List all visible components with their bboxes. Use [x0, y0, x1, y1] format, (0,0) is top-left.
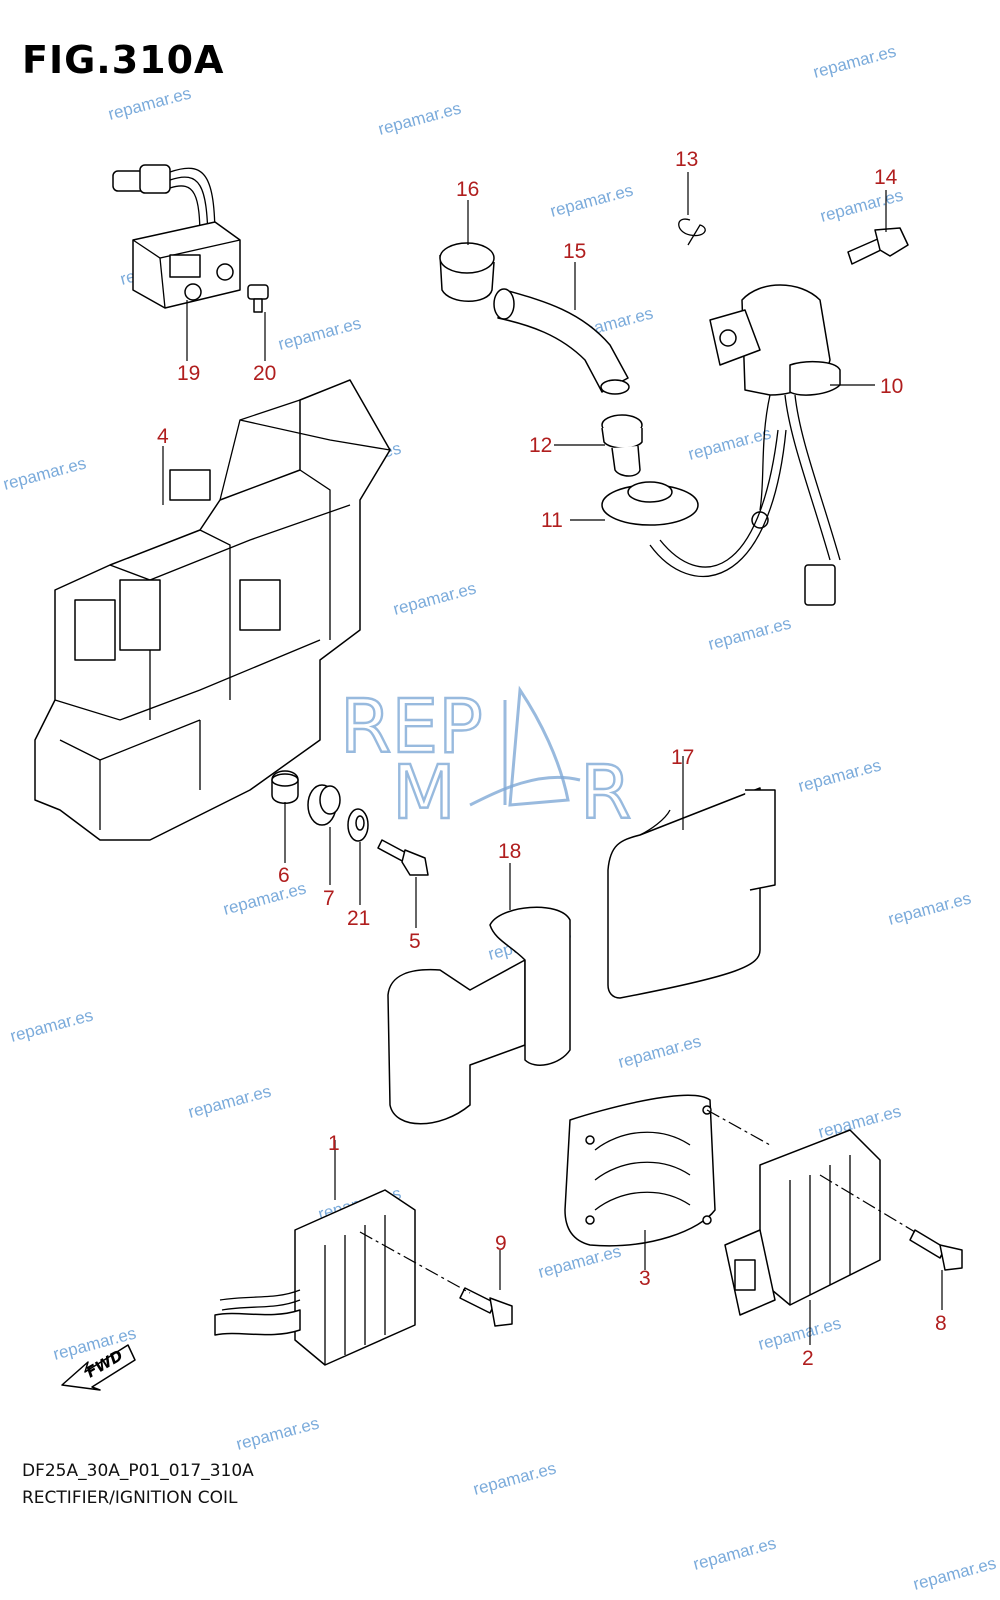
clip-13: [678, 218, 706, 246]
callout-10: 10: [880, 375, 903, 398]
callout-16: 16: [456, 178, 479, 201]
watermark: repamar.es: [8, 1005, 95, 1045]
callout-9: 9: [495, 1232, 507, 1255]
callout-4: 4: [157, 425, 169, 448]
watermark: repamar.es: [616, 1031, 703, 1071]
figure-title: FIG.310A: [22, 38, 225, 82]
collar-7: [307, 784, 341, 826]
watermark: repamar.es: [691, 1533, 778, 1573]
watermark: repamar.es: [886, 888, 973, 928]
bolt-14: [847, 227, 909, 265]
watermark: repamar.es: [706, 613, 793, 653]
bolt-9: [459, 1287, 513, 1327]
watermark: repamar.es: [686, 423, 773, 463]
plug-cap-12: [601, 414, 643, 477]
cap-16: [439, 242, 495, 302]
logo-text-r: R: [580, 750, 631, 836]
watermark: repamar.es: [471, 1458, 558, 1498]
callout-14: 14: [874, 166, 898, 189]
watermark: repamar.es: [811, 41, 898, 81]
watermark: repamar.es: [186, 1081, 273, 1121]
watermark: repamar.es: [234, 1413, 321, 1453]
bracket-3: [564, 1094, 716, 1247]
watermark: repamar.es: [376, 98, 463, 138]
watermark: repamar.es: [276, 313, 363, 353]
callout-1: 1: [328, 1132, 340, 1155]
figure-name: RECTIFIER/IGNITION COIL: [22, 1488, 238, 1508]
relay: [112, 164, 241, 309]
callout-3: 3: [639, 1267, 651, 1290]
watermark: repamar.es: [106, 83, 193, 123]
figure-code: DF25A_30A_P01_017_310A: [22, 1461, 254, 1481]
watermark: repamar.es: [911, 1553, 998, 1593]
watermark: repamar.es: [536, 1241, 623, 1281]
leader-lines: [162, 172, 943, 1345]
watermark: repamar.es: [548, 180, 635, 220]
callout-20: 20: [253, 362, 276, 385]
callout-21: 21: [347, 907, 370, 930]
regulator-2: [724, 1129, 881, 1316]
callout-8: 8: [935, 1312, 947, 1335]
callout-19: 19: [177, 362, 200, 385]
ignition-coil-10: [649, 284, 841, 606]
watermark: repamar.es: [221, 878, 308, 918]
watermark: repamar.es: [391, 578, 478, 618]
callout-11: 11: [541, 509, 563, 532]
watermark: repamar.es: [816, 1101, 903, 1141]
callout-13: 13: [675, 148, 698, 171]
boot-15: [493, 288, 630, 395]
callout-17: 17: [671, 746, 694, 769]
callout-2: 2: [802, 1347, 814, 1370]
callout-15: 15: [563, 240, 586, 263]
repamar-logo: REP M R: [339, 683, 633, 837]
cdi-unit-17: [607, 787, 776, 999]
watermark: repamar.es: [818, 185, 905, 225]
callout-7: 7: [323, 887, 335, 910]
callout-18: 18: [498, 840, 521, 863]
grommet-11: [601, 481, 699, 526]
cushion-18: [387, 906, 571, 1125]
callout-12: 12: [529, 434, 552, 457]
electric-parts-holder: [34, 379, 391, 841]
logo-text-m: M: [392, 750, 456, 836]
logo-text-top: REP: [340, 684, 483, 770]
callout-layer: 19 20 4 16 15 13 14 10 12 11 6 7 21 5 18…: [157, 148, 947, 1370]
watermark: repamar.es: [796, 755, 883, 795]
rectifier-1: [214, 1189, 416, 1366]
grommet-6: [271, 770, 299, 804]
callout-6: 6: [278, 864, 290, 887]
washer-21: [347, 808, 369, 842]
bolt-5: [377, 839, 429, 876]
callout-5: 5: [409, 930, 421, 953]
screw-20: [247, 284, 269, 313]
watermark: repamar.es: [756, 1313, 843, 1353]
bolt-8: [909, 1229, 963, 1271]
watermark: repamar.es: [1, 453, 88, 493]
